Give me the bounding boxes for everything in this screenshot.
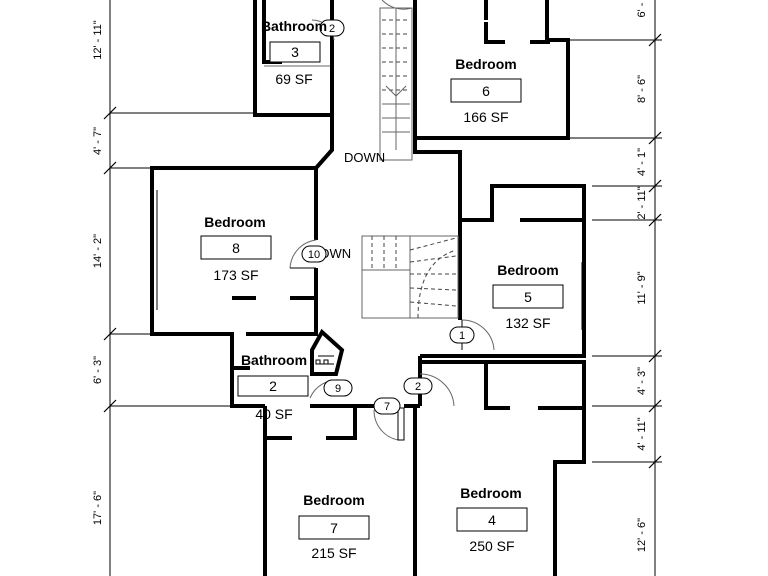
- room-area: 173 SF: [213, 267, 258, 283]
- right-dimension-lines: [568, 0, 662, 576]
- dim-right-8: 12' - 6": [636, 518, 648, 552]
- room-name: Bathroom: [261, 18, 327, 34]
- upper-stair: [379, 7, 413, 161]
- dim-right-3: 4' - 1": [636, 148, 648, 176]
- dim-right-7: 4' - 11": [636, 417, 648, 450]
- dim-right-5: 11' - 9": [636, 271, 648, 304]
- room-name: Bedroom: [303, 492, 364, 508]
- room-number: 6: [482, 83, 490, 99]
- room-area: 250 SF: [469, 538, 514, 554]
- dim-left-3: 14' - 2": [92, 234, 104, 268]
- door-tag-bedroom-4: 2: [415, 381, 421, 393]
- door-tag-bathroom-2: 9: [335, 383, 341, 395]
- dim-left-2: 4' - 7": [92, 127, 104, 155]
- room-area: 215 SF: [311, 545, 356, 561]
- room-bedroom-7: Bedroom 7 215 SF: [298, 492, 370, 561]
- walls: [150, 0, 586, 576]
- door-tag-bedroom-7: 7: [384, 401, 390, 413]
- stair-down-upper-label: DOWN: [344, 150, 385, 165]
- middle-stair: [361, 235, 459, 319]
- door-tags: 2 10 1 9 2 7: [301, 19, 475, 415]
- room-area: 166 SF: [463, 109, 508, 125]
- room-area: 132 SF: [505, 315, 550, 331]
- door-tag-bedroom-8: 10: [308, 249, 320, 261]
- room-number: 5: [524, 289, 532, 305]
- room-name: Bedroom: [460, 485, 521, 501]
- left-dimension-texts: 12' - 11" 4' - 7" 14' - 2" 6' - 3" 17' -…: [92, 20, 104, 525]
- door-tag-bathroom-3: 2: [329, 23, 335, 35]
- room-name: Bedroom: [204, 214, 265, 230]
- dim-right-6: 4' - 3": [636, 367, 648, 395]
- dim-right-4: 2' - 11": [636, 186, 648, 219]
- room-name: Bathroom: [241, 352, 307, 368]
- room-name: Bedroom: [497, 262, 558, 278]
- dim-left-4: 6' - 3": [92, 356, 104, 384]
- room-bedroom-8: Bedroom 8 173 SF: [200, 214, 272, 283]
- dim-left-1: 12' - 11": [92, 20, 104, 60]
- room-number: 7: [330, 520, 338, 536]
- left-dimension-lines: [103, 0, 262, 576]
- room-number: 8: [232, 240, 240, 256]
- door-tag-bedroom-5: 1: [459, 330, 465, 342]
- room-bathroom-2: Bathroom 2 40 SF: [237, 352, 309, 422]
- right-dimension-texts: 6' - 8' - 6" 4' - 1" 2' - 11" 11' - 9" 4…: [636, 2, 648, 552]
- dim-right-2: 8' - 6": [636, 75, 648, 103]
- room-bedroom-6: Bedroom 6 166 SF: [450, 56, 522, 125]
- linen-closet: [310, 328, 345, 376]
- room-number: 2: [269, 378, 277, 394]
- dim-left-5: 17' - 6": [92, 491, 104, 525]
- room-number: 4: [488, 512, 496, 528]
- room-area: 40 SF: [255, 406, 292, 422]
- dim-right-1: 6' -: [636, 2, 648, 17]
- room-number: 3: [291, 44, 299, 60]
- room-bedroom-4: Bedroom 4 250 SF: [456, 485, 528, 554]
- room-name: Bedroom: [455, 56, 516, 72]
- room-area: 69 SF: [275, 71, 312, 87]
- room-bathroom-3: Bathroom 3 69 SF: [261, 18, 327, 87]
- room-bedroom-5: Bedroom 5 132 SF: [492, 262, 564, 331]
